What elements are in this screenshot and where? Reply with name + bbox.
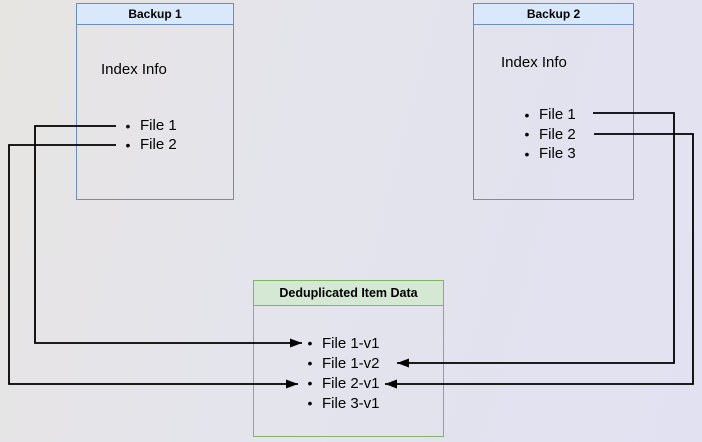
backup-2-file-list: • File 1 • File 2 • File 3 [517,105,576,164]
list-item: • File 2 [517,125,576,145]
backup-1-box: Backup 1 [76,3,234,200]
dedup-file-1-v1-label: File 1-v1 [322,334,380,352]
backup-2-file-1-label: File 1 [539,106,576,124]
list-item: • File 1 [517,105,576,125]
bullet-icon: • [307,335,313,351]
list-item: • File 3-v1 [300,393,380,413]
backup-1-file-list: • File 1 • File 2 [118,116,177,154]
backup-2-index-info-label: Index Info [501,54,567,71]
backup-2-file-3-label: File 3 [539,145,576,163]
backup-2-file-2-label: File 2 [539,125,576,143]
backup-1-index-info-label: Index Info [101,61,167,78]
dedup-file-2-v1-label: File 2-v1 [322,374,380,392]
list-item: • File 1-v2 [300,353,380,373]
backup-1-file-1-label: File 1 [140,117,177,134]
list-item: • File 1-v1 [300,333,380,353]
list-item: • File 2 [118,135,177,154]
bullet-icon: • [307,395,313,411]
dedup-file-1-v2-label: File 1-v2 [322,354,380,372]
backup-2-title: Backup 2 [474,4,633,25]
list-item: • File 1 [118,116,177,135]
bullet-icon: • [524,145,530,162]
dedup-item-list: • File 1-v1 • File 1-v2 • File 2-v1 • Fi… [300,333,380,413]
deduplicated-item-data-title: Deduplicated Item Data [254,281,443,306]
bullet-icon: • [524,106,530,123]
dedup-file-3-v1-label: File 3-v1 [322,394,380,412]
bullet-icon: • [125,136,131,153]
backup-2-box: Backup 2 [473,3,634,200]
backup-1-title: Backup 1 [77,4,233,25]
list-item: • File 2-v1 [300,373,380,393]
bullet-icon: • [524,126,530,143]
bullet-icon: • [125,117,131,134]
bullet-icon: • [307,375,313,391]
list-item: • File 3 [517,144,576,164]
backup-1-file-2-label: File 2 [140,136,177,153]
bullet-icon: • [307,355,313,371]
